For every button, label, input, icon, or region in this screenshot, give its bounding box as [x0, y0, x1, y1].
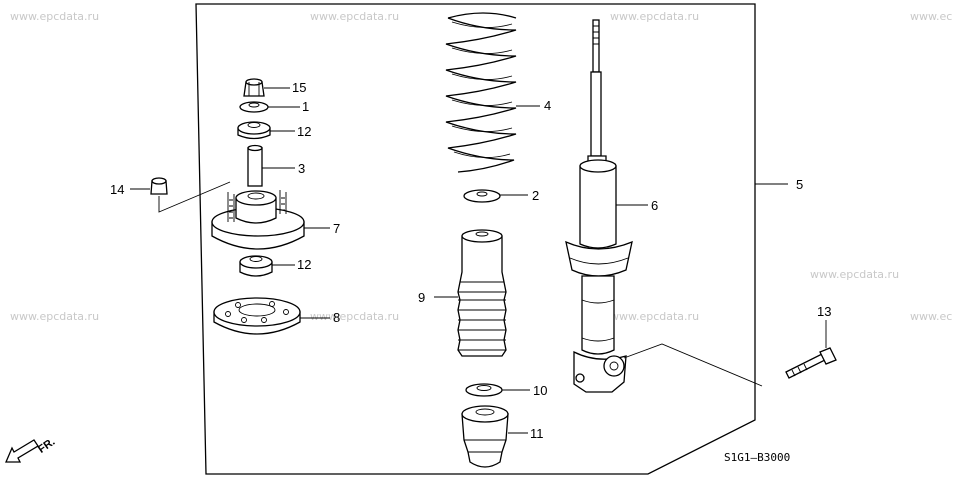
watermark-5: www.epcdata.ru [10, 310, 100, 323]
part-11-bump-rubber [461, 405, 509, 468]
part-2-pad [463, 189, 501, 203]
watermark-8: www.ec [910, 310, 953, 323]
callout-2[interactable]: 2 [532, 188, 540, 203]
leader-14-mount [158, 181, 231, 213]
part-12-upper-bushing [237, 121, 271, 140]
part-1-washer [239, 101, 269, 113]
callout-3[interactable]: 3 [298, 161, 306, 176]
part-8-spring-seat [213, 297, 301, 335]
part-12-lower-bushing [239, 255, 273, 277]
callout-13[interactable]: 13 [817, 304, 832, 319]
callout-14[interactable]: 14 [110, 182, 125, 197]
callout-6[interactable]: 6 [651, 198, 659, 213]
callout-8[interactable]: 8 [333, 310, 341, 325]
callout-15[interactable]: 15 [292, 80, 307, 95]
part-15-nut [243, 78, 265, 97]
watermark-9: www.epcdata.ru [810, 268, 900, 281]
callout-7[interactable]: 7 [333, 221, 341, 236]
watermark-3: www.epcdata.ru [610, 10, 700, 23]
watermark-2: www.epcdata.ru [310, 10, 400, 23]
watermark-7: www.epcdata.ru [610, 310, 700, 323]
callout-11[interactable]: 11 [530, 426, 544, 441]
callout-12-upper[interactable]: 12 [297, 124, 312, 139]
callout-10[interactable]: 10 [533, 383, 548, 398]
callout-9[interactable]: 9 [418, 290, 426, 305]
leader-13-mount [623, 343, 763, 387]
part-9-dust-boot [457, 229, 507, 357]
watermark-4: www.ec [910, 10, 953, 23]
part-4-coil-spring [445, 12, 517, 173]
diagram-code: S1G1—B3000 [724, 451, 791, 464]
watermark-6: www.epcdata.ru [310, 310, 400, 323]
callout-5[interactable]: 5 [796, 177, 804, 192]
assembly-frame [195, 3, 756, 475]
callout-1[interactable]: 1 [302, 99, 310, 114]
part-10-plate [465, 383, 503, 397]
part-7-upper-mount [211, 190, 305, 250]
front-arrow-icon [5, 439, 39, 463]
part-6-shock-absorber [565, 19, 633, 393]
part-14-nut [150, 177, 168, 195]
callout-4[interactable]: 4 [544, 98, 552, 113]
watermark-1: www.epcdata.ru [10, 10, 100, 23]
part-13-bolt [785, 347, 837, 379]
callout-12-lower[interactable]: 12 [297, 257, 312, 272]
part-3-collar [247, 144, 263, 187]
